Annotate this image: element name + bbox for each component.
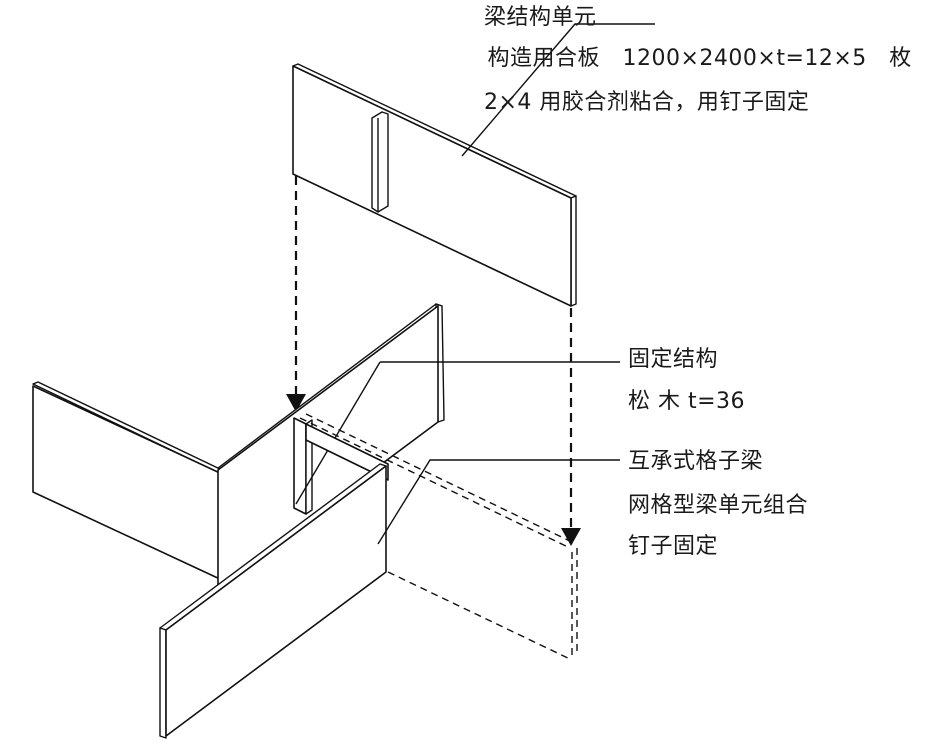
floating-panel-face [292,65,572,307]
fixing-structure-title: 固定结构 [628,347,719,372]
projected-panel [299,413,578,661]
inner-cross-panel [305,423,389,481]
front-long-panel [159,463,387,739]
projected-top-edge-a [299,417,571,549]
beam-unit-title: 梁结构单元 [484,5,597,30]
inner-cross-face [305,423,389,481]
front-panel-face [165,465,387,737]
grid-beam-title: 互承式格子梁 [628,449,764,474]
leader-lines [377,23,655,545]
drop-guides [286,176,581,546]
beam-unit-spec: 构造用合板 1200×2400×t=12×5 枚 [480,46,912,71]
left-wing-panel [32,381,223,581]
floating-panel-stud [371,111,389,213]
fixing-structure-material: 松 木 t=36 [628,389,746,414]
projected-top-edge-b [305,413,577,545]
leader-beam-unit [461,23,655,157]
drop-arrow-right-icon [561,528,581,546]
fixing-block-diagonal [295,361,381,505]
grid-beam-combination: 网格型梁单元组合 [628,493,809,518]
grid-beam-fixing: 钉子固定 [628,534,719,559]
front-panel-left-edge [159,627,167,739]
floating-beam-panel [292,63,577,307]
fixing-block [293,361,381,515]
fixing-block-face [293,417,307,515]
fixing-block-side [305,419,313,515]
drop-arrow-left-icon [286,394,306,412]
projected-bottom-edge [387,571,573,661]
leader-grid-beam [377,459,620,545]
beam-unit-method: 2×4 用胶合剂粘合，用钉子固定 [484,90,810,115]
left-wing-face [32,385,223,581]
